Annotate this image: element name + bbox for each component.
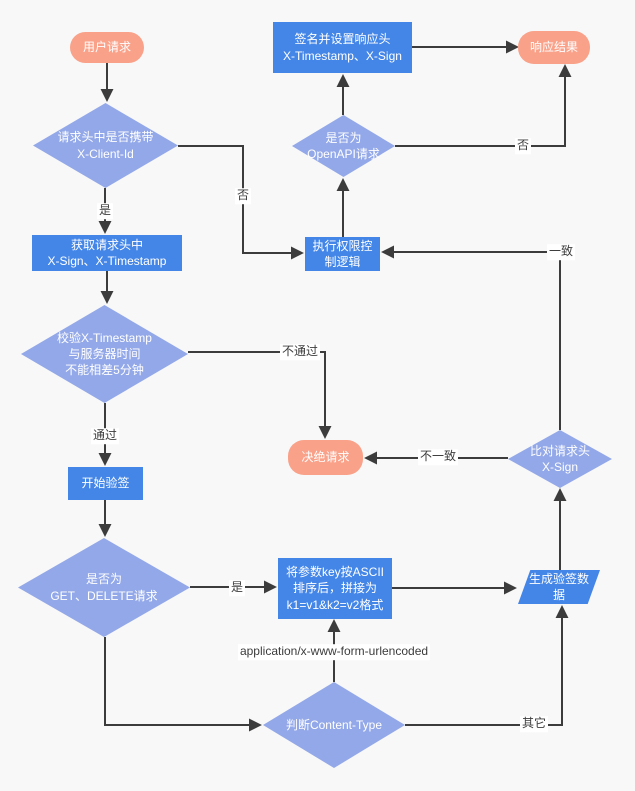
node-gen-verify-data-label: 生成验签数 据 [528,571,589,602]
decision-compare-xsign: 比对请求头 X-Sign [508,430,612,488]
edge-is-openapi-no-to-response-result [395,64,572,147]
edge-label-not-openapi: 否 [514,138,532,154]
edge-label-pass: 通过 [90,428,120,444]
edge-label-yes-client-id: 是 [96,203,114,219]
edge-label-yes-get-delete: 是 [228,580,246,596]
edge-label-form-urlencoded: application/x-www-form-urlencoded [237,644,431,660]
node-gen-verify-data: 生成验签数 据 [518,570,600,604]
edge-label-match: 一致 [546,244,576,260]
node-get-headers: 获取请求头中 X-Sign、X-Timestamp [32,235,182,271]
decision-check-client-id-label: 请求头中是否携带 X-Client-Id [57,130,154,161]
node-sign-response: 签名并设置响应头 X-Timestamp、X-Sign [273,22,412,73]
decision-check-content-type-label: 判断Content-Type [285,717,383,732]
decision-is-get-delete-label: 是否为 GET、DELETE请求 [50,572,158,603]
node-start-verify: 开始验签 [68,467,143,500]
node-exec-permission: 执行权限控 制逻辑 [305,237,380,271]
edge-label-no-client-id: 否 [234,188,252,204]
edge-label-not-pass: 不通过 [279,344,321,360]
edge-label-other: 其它 [519,716,549,732]
decision-check-timestamp-label: 校验X-Timestamp 与服务器时间 不能相差5分钟 [57,330,152,378]
edge-content-type-other-to-gen-verify-data [405,605,569,726]
decision-compare-xsign-label: 比对请求头 X-Sign [529,443,590,474]
decision-check-content-type: 判断Content-Type [263,682,405,768]
node-reject-request: 决绝请求 [288,440,363,475]
edge-is-get-delete-to-check-content-type [104,637,262,732]
edge-label-mismatch: 不一致 [417,449,459,465]
edge-check-timestamp-fail-to-reject [188,351,332,439]
decision-check-timestamp: 校验X-Timestamp 与服务器时间 不能相差5分钟 [21,305,188,403]
decision-check-client-id: 请求头中是否携带 X-Client-Id [33,103,178,188]
node-response-result: 响应结果 [518,31,590,64]
decision-is-openapi-label: 是否为 OpenAPI请求 [307,130,380,161]
parallelogram-shape [518,570,600,604]
node-sort-params: 将参数key按ASCII 排序后，拼接为 k1=v1&k2=v2格式 [278,558,392,619]
edge-compare-xsign-match-to-exec-permission [381,245,561,430]
node-user-request: 用户请求 [70,32,144,63]
decision-is-openapi: 是否为 OpenAPI请求 [292,115,395,177]
decision-is-get-delete: 是否为 GET、DELETE请求 [18,538,190,637]
